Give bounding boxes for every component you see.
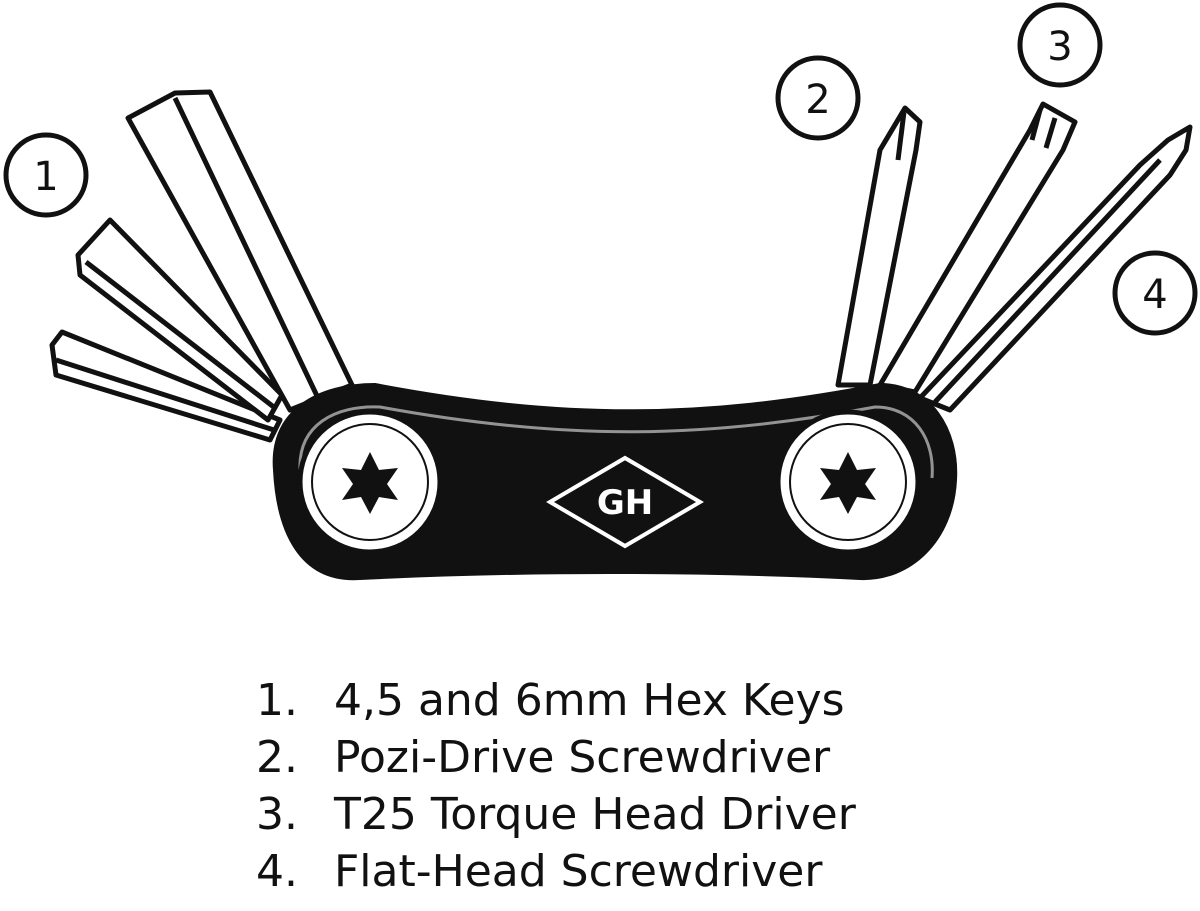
legend-label: 4,5 and 6mm Hex Keys [334, 675, 845, 726]
flat-head-bit [917, 124, 1193, 413]
gh-logo: GH [546, 455, 704, 549]
callout-number: 2 [805, 77, 830, 123]
callout-number: 3 [1047, 24, 1072, 70]
legend-number: 2. [256, 732, 298, 783]
hex-key-small [49, 329, 283, 443]
callout-number: 1 [33, 154, 58, 200]
legend-item: 3. T25 Torque Head Driver [256, 786, 1156, 843]
legend-label: T25 Torque Head Driver [334, 789, 856, 840]
torx-star-icon [342, 452, 398, 514]
legend-number: 4. [256, 846, 298, 897]
legend-item: 1. 4,5 and 6mm Hex Keys [256, 672, 1156, 729]
callout-4: 4 [1112, 250, 1198, 336]
callout-number: 4 [1142, 272, 1167, 318]
callout-1: 1 [3, 132, 89, 218]
legend-label: Flat-Head Screwdriver [334, 846, 823, 897]
legend-number: 1. [256, 675, 298, 726]
legend-label: Pozi-Drive Screwdriver [334, 732, 831, 783]
hex-key-medium [75, 217, 285, 423]
callout-2: 2 [775, 55, 861, 141]
tool-body [272, 382, 958, 581]
callout-3: 3 [1017, 2, 1103, 88]
legend-item: 4. Flat-Head Screwdriver [256, 843, 1156, 900]
logo-text: GH [597, 483, 653, 523]
tool-legend: 1. 4,5 and 6mm Hex Keys 2. Pozi-Drive Sc… [256, 672, 1156, 900]
right-screw [775, 409, 921, 555]
hex-key-large [125, 89, 355, 413]
legend-item: 2. Pozi-Drive Screwdriver [256, 729, 1156, 786]
left-screw [297, 409, 443, 555]
torx-star-icon [820, 452, 876, 514]
legend-number: 3. [256, 789, 298, 840]
